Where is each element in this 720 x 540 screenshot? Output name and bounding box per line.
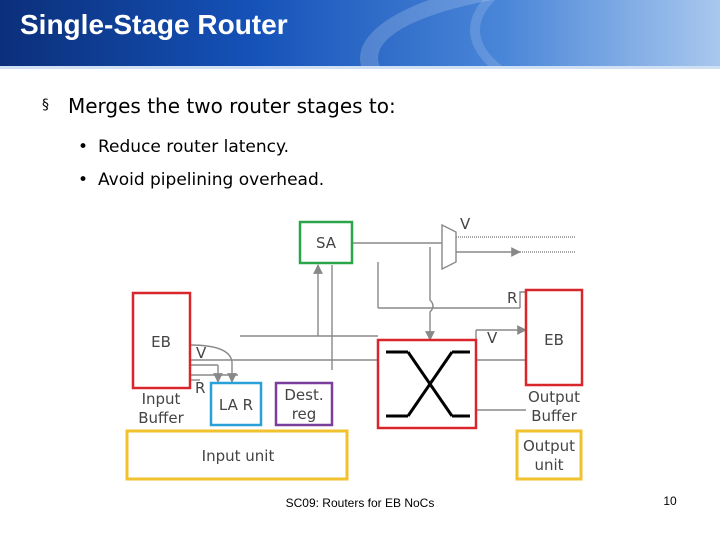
la-r-label: LA R bbox=[219, 396, 253, 414]
sa-label: SA bbox=[316, 234, 337, 252]
eb-right-label: EB bbox=[544, 331, 564, 349]
bullet-marker: § bbox=[42, 97, 49, 113]
v-left-label: V bbox=[196, 344, 207, 362]
v-right-label: V bbox=[487, 329, 498, 347]
input-unit-label: Input unit bbox=[202, 447, 275, 465]
page-number: 10 bbox=[663, 494, 677, 508]
mux-shape bbox=[441, 223, 457, 271]
bullet-marker: • bbox=[78, 137, 89, 157]
switch-allocator-box bbox=[298, 220, 354, 265]
output-eb-box bbox=[524, 288, 584, 387]
input-unit-box bbox=[125, 429, 349, 481]
output-unit-label-line2: unit bbox=[534, 456, 563, 474]
wire bbox=[189, 344, 237, 383]
dest-reg-box bbox=[274, 381, 334, 427]
bullet-text: Merges the two router stages to: bbox=[68, 94, 396, 118]
eb-left-label: EB bbox=[151, 333, 171, 351]
bullet-marker: • bbox=[78, 170, 89, 190]
dest-label-line2: reg bbox=[292, 405, 317, 423]
r-right-label: R bbox=[507, 289, 517, 307]
input-eb-box bbox=[131, 291, 192, 390]
v-top-label: V bbox=[460, 215, 471, 233]
slide-footer: SC09: Routers for EB NoCs bbox=[285, 496, 435, 510]
input-buffer-label-line2: Buffer bbox=[138, 409, 184, 427]
sub-bullet-text: Avoid pipelining overhead. bbox=[98, 170, 325, 190]
input-buffer-label-line1: Input bbox=[142, 390, 181, 408]
crossbar-box bbox=[376, 338, 478, 430]
header-swoosh-decoration bbox=[470, 0, 720, 66]
r-left-label: R bbox=[195, 379, 205, 397]
lookahead-routing-box bbox=[209, 381, 263, 427]
output-unit-box bbox=[515, 429, 583, 481]
sub-bullet-text: Reduce router latency. bbox=[98, 137, 290, 157]
title-bar: Single-Stage Router bbox=[0, 0, 720, 66]
output-buffer-label-line2: Buffer bbox=[531, 407, 577, 425]
output-unit-label-line1: Output bbox=[523, 437, 575, 455]
header-divider bbox=[0, 66, 720, 69]
output-buffer-label-line1: Output bbox=[528, 388, 580, 406]
wire bbox=[425, 247, 435, 341]
crossbar-switch-icon bbox=[386, 350, 470, 418]
slide-title: Single-Stage Router bbox=[20, 9, 288, 40]
dest-label-line1: Dest. bbox=[284, 386, 323, 404]
